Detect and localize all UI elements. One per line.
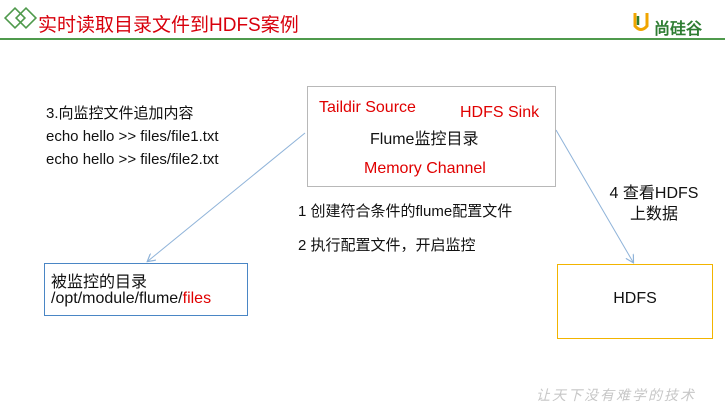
- page-title: 实时读取目录文件到HDFS案例: [38, 15, 299, 36]
- step4-text: 4 查看HDFS 上数据: [596, 183, 712, 225]
- step3-command-1: echo hello >> files/file1.txt: [46, 128, 219, 145]
- monitored-dir-path: /opt/module/flume/files: [51, 290, 211, 308]
- flume-agent-box: [307, 86, 556, 187]
- step4-line2: 上数据: [629, 206, 678, 223]
- header-diamond-icon: [3, 6, 38, 30]
- step1-text: 1 创建符合条件的flume配置文件: [298, 203, 513, 220]
- header-divider: [0, 38, 725, 40]
- monitored-dir-title: 被监控的目录: [51, 274, 148, 291]
- footer-slogan: 让天下没有难学的技术: [536, 387, 696, 403]
- step3-title: 3.向监控文件追加内容: [46, 105, 194, 122]
- step2-text: 2 执行配置文件，开启监控: [298, 237, 476, 254]
- company-logo-text: 尚硅谷: [654, 21, 703, 38]
- memory-channel-label: Memory Channel: [364, 160, 486, 177]
- monitored-dir-path-prefix: /opt/module/flume/: [51, 290, 183, 307]
- company-logo-icon: [633, 13, 649, 31]
- monitored-dir-box: [44, 263, 248, 316]
- step3-command-2: echo hello >> files/file2.txt: [46, 151, 219, 168]
- arrow-to-hdfs: [555, 129, 633, 262]
- monitored-dir-path-highlight: files: [182, 290, 212, 307]
- flume-monitor-label: Flume监控目录: [370, 131, 479, 148]
- arrow-to-dir: [148, 132, 306, 261]
- taildir-source-label: Taildir Source: [319, 99, 416, 116]
- step4-line1: 4 查看HDFS: [609, 185, 699, 202]
- step3-instructions: 3.向监控文件追加内容 echo hello >> files/file1.tx…: [46, 102, 219, 171]
- hdfs-box: [557, 264, 713, 339]
- hdfs-sink-label: HDFS Sink: [460, 104, 540, 121]
- hdfs-label: HDFS: [613, 290, 657, 307]
